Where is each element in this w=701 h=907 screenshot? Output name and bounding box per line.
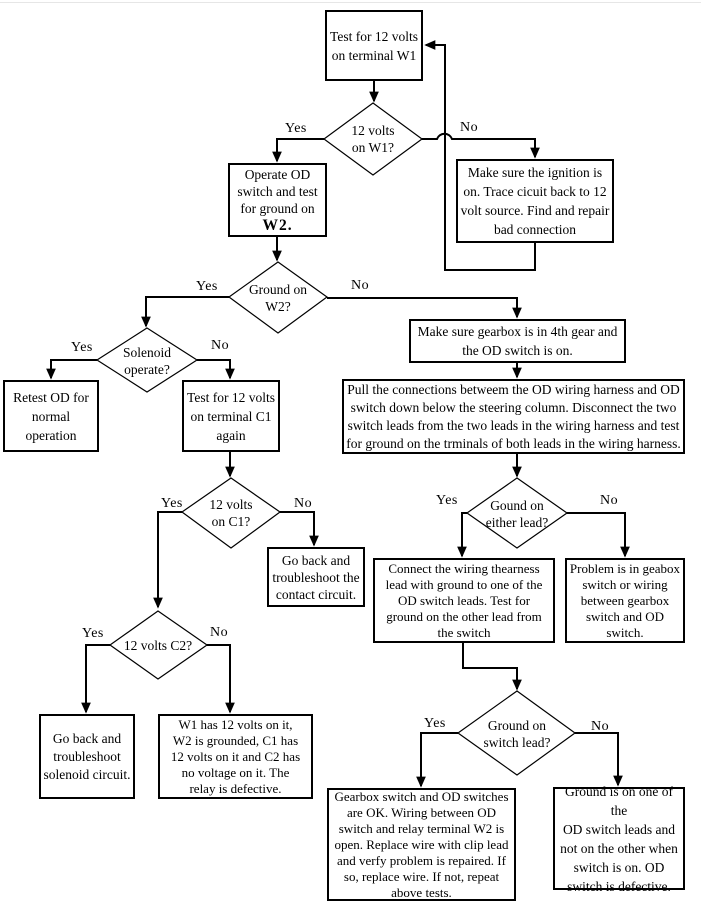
edge-solenoid-yes [46, 359, 97, 380]
edge-switch-yes [416, 732, 458, 788]
edge-label-c1-yes: Yes [161, 496, 183, 511]
decision-ground-either-label: Gound on either lead? [485, 498, 549, 530]
node-od-defective: Ground is on one of the OD switch leads … [553, 784, 685, 894]
decision-ground-w2-shape [227, 261, 329, 334]
node-relay-defective: W1 has 12 volts on it, W2 is grounded, C… [158, 714, 313, 799]
node-problem-gearbox: Problem is in geabox switch or wiring be… [565, 558, 685, 643]
edge-switch-no [575, 732, 623, 787]
decision-ground-switch-shape [456, 690, 577, 776]
node-contact-circuit: Go back and troubleshoot the contact cir… [267, 547, 365, 607]
edge-connect-to-switch-decision [462, 643, 522, 691]
edge-label-switch-no: No [591, 719, 610, 734]
page-top-rule [0, 2, 701, 3]
node-solenoid-circuit: Go back and troubleshoot solenoid circui… [39, 714, 135, 799]
node-operate-od-text: Operate OD switch and test for ground on [237, 167, 318, 216]
edge-solenoid-no [197, 359, 235, 380]
decision-12v-c2-shape [108, 610, 209, 680]
edge-w2-yes [141, 296, 229, 328]
edge-label-w2-yes: Yes [196, 279, 218, 294]
node-gearbox-4th: Make sure gearbox is in 4th gear and the… [409, 319, 626, 363]
edge-label-w2-no: No [351, 278, 370, 293]
edge-c2-no [207, 644, 235, 714]
edge-c1-no [280, 511, 319, 547]
node-test-c1: Test for 12 volts on terminal C1 again [182, 380, 280, 452]
decision-solenoid-shape [95, 327, 199, 393]
decision-12v-w1-shape [322, 102, 424, 176]
edge-label-switch-yes: Yes [424, 716, 446, 731]
edge-label-w1-no: No [460, 120, 479, 135]
decision-12v-c1-shape [180, 477, 282, 549]
edge-label-c1-no: No [294, 496, 313, 511]
edge-label-solenoid-yes: Yes [71, 340, 93, 355]
decision-solenoid-label: Solenoid operate? [122, 345, 171, 377]
decision-12v-c2-label: 12 volts C2? [123, 637, 193, 653]
edge-label-either-yes: Yes [436, 493, 458, 508]
node-test-w1: Test for 12 volts on terminal W1 [325, 10, 423, 81]
decision-ground-switch-label: Ground on switch lead? [483, 718, 551, 750]
edge-w1-no [422, 132, 540, 159]
node-retest-od: Retest OD for normal operation [3, 380, 99, 452]
node-operate-od-emphasis: W2. [262, 217, 293, 234]
node-connect-harness: Connect the wiring thearness lead with g… [373, 558, 555, 643]
node-pull-connections: Pull the connections betweem the OD wiri… [342, 379, 685, 454]
edge-c2-yes [81, 644, 110, 714]
edge-ignition-loop-back [424, 40, 536, 271]
decision-ground-w2-label: Ground on W2? [248, 282, 308, 314]
decision-ground-either-shape [465, 477, 569, 549]
edge-label-c2-yes: Yes [82, 626, 104, 641]
node-operate-od: Operate OD switch and test for ground on… [228, 163, 327, 237]
edge-w1-yes [272, 138, 324, 163]
edge-either-no [567, 512, 630, 558]
node-ignition: Make sure the ignition is on. Trace cicu… [456, 159, 614, 243]
edge-label-either-no: No [600, 493, 619, 508]
edge-c1-yes [153, 511, 182, 609]
edge-w2-no [327, 297, 522, 319]
node-gearbox-ok: Gearbox switch and OD switches are OK. W… [327, 788, 516, 901]
edge-label-solenoid-no: No [211, 338, 230, 353]
edge-label-c2-no: No [210, 625, 229, 640]
decision-12v-c1-label: 12 volts on C1? [209, 497, 253, 529]
edge-either-yes [457, 512, 467, 558]
edge-label-w1-yes: Yes [285, 121, 307, 136]
decision-12v-w1-label: 12 volts on W1? [351, 123, 395, 155]
